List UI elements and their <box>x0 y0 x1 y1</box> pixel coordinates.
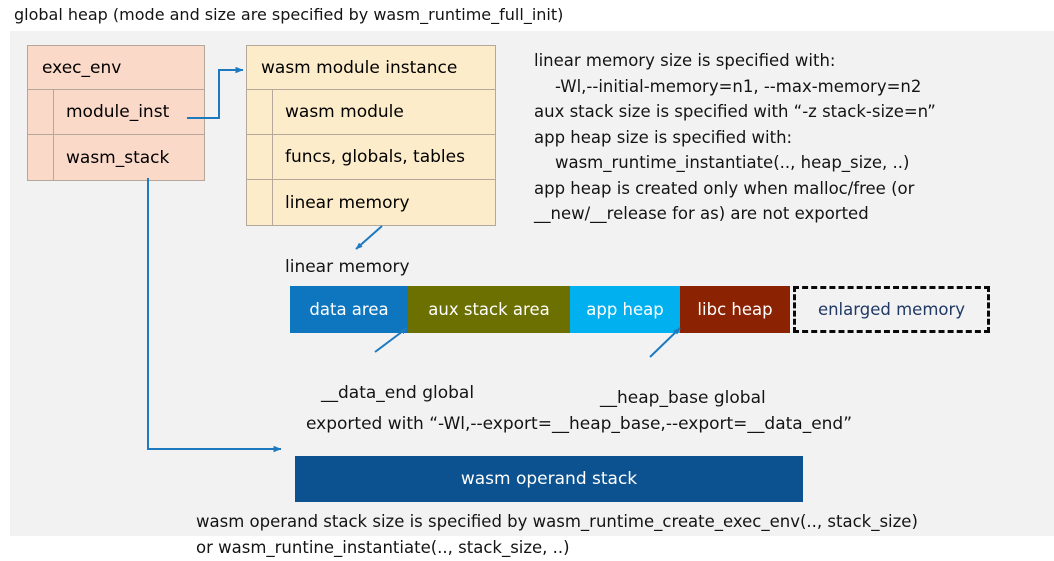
page-title: global heap (mode and size are specified… <box>14 5 564 24</box>
linear-memory-caption: linear memory <box>285 257 410 277</box>
operand-stack-info-text: wasm operand stack size is specified by … <box>196 512 918 557</box>
field-label: wasm module <box>285 102 404 122</box>
segment-label: app heap <box>586 300 664 319</box>
module-instance-header: wasm module instance <box>247 46 495 90</box>
segment-label: data area <box>309 300 389 319</box>
exec-env-field-module-inst: module_inst <box>28 90 204 135</box>
heap-base-global-label: __heap_base global <box>600 388 766 408</box>
operand-stack-label: wasm operand stack <box>460 469 638 489</box>
exported-with-label: exported with “-Wl,--export=__heap_base,… <box>306 414 853 434</box>
memory-segment-aux-stack-area: aux stack area <box>408 286 570 333</box>
memory-segment-app-heap: app heap <box>570 286 680 333</box>
module-instance-field-wasm-module: wasm module <box>247 90 495 135</box>
segment-label: enlarged memory <box>817 300 966 319</box>
global-heap-panel: exec_env module_inst wasm_stack wasm mod… <box>10 31 1054 557</box>
exec-env-field-wasm-stack: wasm_stack <box>28 135 204 180</box>
linear-memory-info-text: linear memory size is specified with: -W… <box>534 51 936 223</box>
indent-gutter <box>247 180 273 225</box>
field-label: wasm_stack <box>66 147 170 168</box>
indent-gutter <box>28 135 54 180</box>
field-label: module_inst <box>66 102 170 122</box>
segment-label: aux stack area <box>428 300 550 319</box>
data-end-global-label: __data_end global <box>321 383 475 403</box>
memory-segment-data-area: data area <box>290 286 408 333</box>
memory-segment-libc-heap: libc heap <box>680 286 790 333</box>
diagram-root: global heap (mode and size are specified… <box>10 5 1054 557</box>
linear-memory-bar: data area aux stack area app heap libc h… <box>290 286 990 333</box>
indent-gutter <box>28 90 54 134</box>
field-label: linear memory <box>285 192 410 213</box>
memory-segment-enlarged-memory: enlarged memory <box>793 286 990 333</box>
exec-env-header: exec_env <box>28 46 204 90</box>
field-label: funcs, globals, tables <box>285 147 465 167</box>
wasm-module-instance-box: wasm module instance wasm module funcs, … <box>246 45 496 226</box>
module-instance-field-linear-memory: linear memory <box>247 180 495 225</box>
exec-env-box: exec_env module_inst wasm_stack <box>27 45 205 181</box>
indent-gutter <box>247 90 273 134</box>
wasm-operand-stack-bar: wasm operand stack <box>295 456 803 502</box>
segment-label: libc heap <box>697 300 773 319</box>
indent-gutter <box>247 135 273 179</box>
module-instance-field-funcs-globals-tables: funcs, globals, tables <box>247 135 495 180</box>
